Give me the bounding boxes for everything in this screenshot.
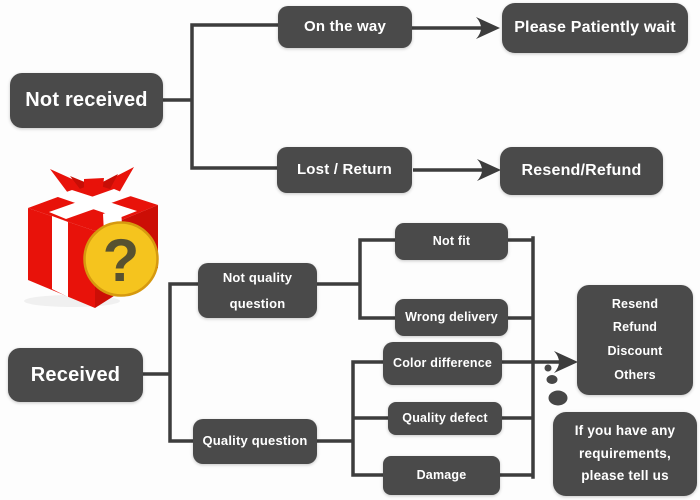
connector-not-quality-branch [315,238,397,320]
node-received: Received [8,348,143,402]
ribbon-top-b [49,189,131,219]
node-not-fit: Not fit [395,223,508,260]
arrow-head-lost-return [477,159,501,181]
node-resend-refund: Resend/Refund [500,147,663,195]
gift-bow [50,167,134,194]
connector-received-branch [141,282,200,443]
gift-box-icon: ? [24,167,159,308]
arrow-head-on-the-way [476,17,500,39]
ribbon-left [52,216,68,297]
node-on-the-way: On the way [278,6,412,48]
node-lost-return: Lost / Return [277,147,412,193]
node-resend-options: Resend Refund Discount Others [577,285,693,395]
question-mark-icon: ? [83,221,159,297]
node-please-patiently-wait: Please Patiently wait [502,3,688,53]
node-quality-defect: Quality defect [388,402,502,435]
connector-collector [498,236,535,479]
connector-quality-branch [315,360,390,477]
node-wrong-delivery: Wrong delivery [395,299,508,336]
arrow-head-options [554,351,578,373]
svg-text:?: ? [103,227,140,294]
connector-not-received-branch [161,23,280,170]
node-requirements: If you have any requirements, please tel… [553,412,697,496]
node-not-quality-question: Not quality question [198,263,317,318]
node-not-received: Not received [10,73,163,128]
node-damage: Damage [383,456,500,495]
node-color-difference: Color difference [383,342,502,385]
thought-dots [544,364,568,406]
node-quality-question: Quality question [193,419,317,464]
